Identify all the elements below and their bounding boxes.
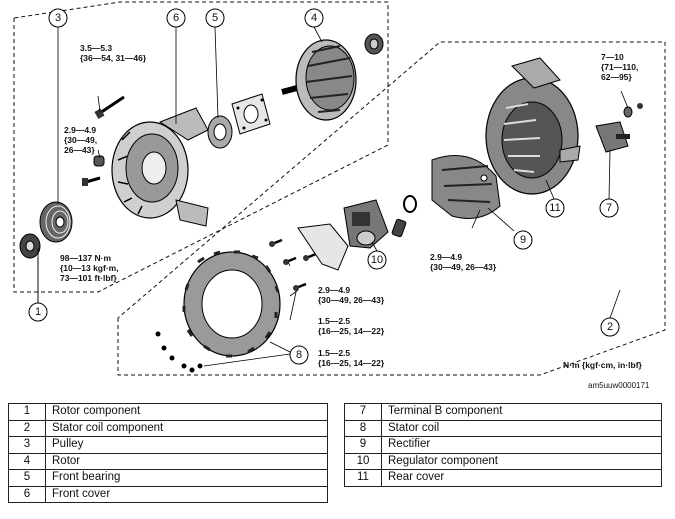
legend-number: 7 [344, 403, 382, 421]
bearing-retainer-plate [231, 93, 271, 135]
pulley-nut [19, 233, 41, 259]
svg-text:3: 3 [55, 12, 61, 24]
legend-component-name: Front bearing [45, 469, 328, 487]
callout-10: 10 [367, 250, 387, 270]
torque-label-6: 2.9—4.9 {30—49, 26—43} [318, 285, 385, 305]
torque-label-1: 3.5—5.3 {36—54, 31—46} [80, 43, 147, 63]
legend-number: 9 [344, 436, 382, 454]
svg-text:5: 5 [212, 12, 218, 24]
legend-number: 6 [8, 485, 46, 503]
legend-component-name: Pulley [45, 436, 328, 454]
figure-code-text: am5uuw0000171 [588, 381, 650, 390]
units-note: N·m {kgf·cm, in·lbf} [563, 360, 643, 370]
rectifier [431, 155, 501, 219]
callout-9: 9 [513, 230, 533, 250]
terminal-b-component [595, 103, 643, 153]
legend-number: 8 [344, 419, 382, 437]
callout-1: 1 [28, 302, 48, 322]
stator-coil [182, 250, 281, 358]
torque-label-4: 7—10 {71—110, 62—95} [601, 52, 641, 82]
legend-component-name: Stator coil [381, 419, 662, 437]
svg-text:7: 7 [606, 202, 612, 214]
legend-number: 5 [8, 469, 46, 487]
callout-7: 7 [599, 198, 619, 218]
svg-text:9: 9 [520, 234, 526, 246]
through-bolt [94, 95, 125, 119]
regulator-plate [297, 223, 349, 271]
regulator-screws [269, 238, 317, 291]
front-bearing [207, 115, 233, 149]
callout-2: 2 [600, 317, 620, 337]
legend-number: 2 [8, 419, 46, 437]
legend-number: 4 [8, 452, 46, 470]
svg-text:10: 10 [371, 254, 383, 266]
legend-number: 3 [8, 436, 46, 454]
svg-text:2: 2 [607, 321, 613, 333]
callout-4: 4 [304, 8, 324, 28]
rotor-group-boundary [13, 1, 389, 293]
legend-number: 1 [8, 403, 46, 421]
legend-component-name: Rotor component [45, 403, 328, 421]
torque-label-2: 2.9—4.9 {30—49, 26—43} [64, 125, 99, 155]
pulley [39, 201, 73, 243]
torque-label-8: 1.5—2.5 {16—25, 14—22} [318, 348, 385, 368]
legend-component-name: Regulator component [381, 452, 662, 470]
legend-number: 10 [344, 452, 382, 470]
exploded-view-diagram: 3 6 5 4 1 11 7 9 10 2 8 3.5—5.3 {36—54, … [13, 1, 666, 376]
leader-lines [37, 26, 629, 367]
legend-component-name: Terminal B component [381, 403, 662, 421]
torque-label-7: 1.5—2.5 {16—25, 14—22} [318, 316, 385, 336]
svg-text:4: 4 [311, 12, 317, 24]
spacer [93, 155, 105, 167]
callout-8: 8 [289, 345, 309, 365]
regulator-component [343, 199, 407, 249]
stator-screws [155, 331, 203, 373]
svg-text:1: 1 [35, 306, 41, 318]
legend-component-name: Front cover [45, 485, 328, 503]
callout-6: 6 [166, 8, 186, 28]
legend-number: 11 [344, 469, 382, 487]
legend-component-name: Rectifier [381, 436, 662, 454]
legend-component-name: Rear cover [381, 469, 662, 487]
svg-text:11: 11 [549, 202, 560, 214]
legend-component-name: Rotor [45, 452, 328, 470]
seal-ring [403, 195, 417, 213]
front-cover [111, 107, 209, 227]
svg-text:8: 8 [296, 349, 302, 361]
legend-component-name: Stator coil component [45, 419, 328, 437]
stator-group-boundary [117, 41, 666, 376]
torque-label-3: 98—137 N·m {10—13 kgf·m, 73—101 ft·lbf} [60, 253, 121, 283]
callout-11: 11 [545, 198, 565, 218]
rotor [281, 33, 384, 121]
svg-text:6: 6 [173, 12, 179, 24]
front-screw [82, 176, 101, 186]
callout-3: 3 [48, 8, 68, 28]
torque-label-5: 2.9—4.9 {30—49, 26—43} [430, 252, 497, 272]
rear-cover [485, 57, 581, 195]
callout-5: 5 [205, 8, 225, 28]
